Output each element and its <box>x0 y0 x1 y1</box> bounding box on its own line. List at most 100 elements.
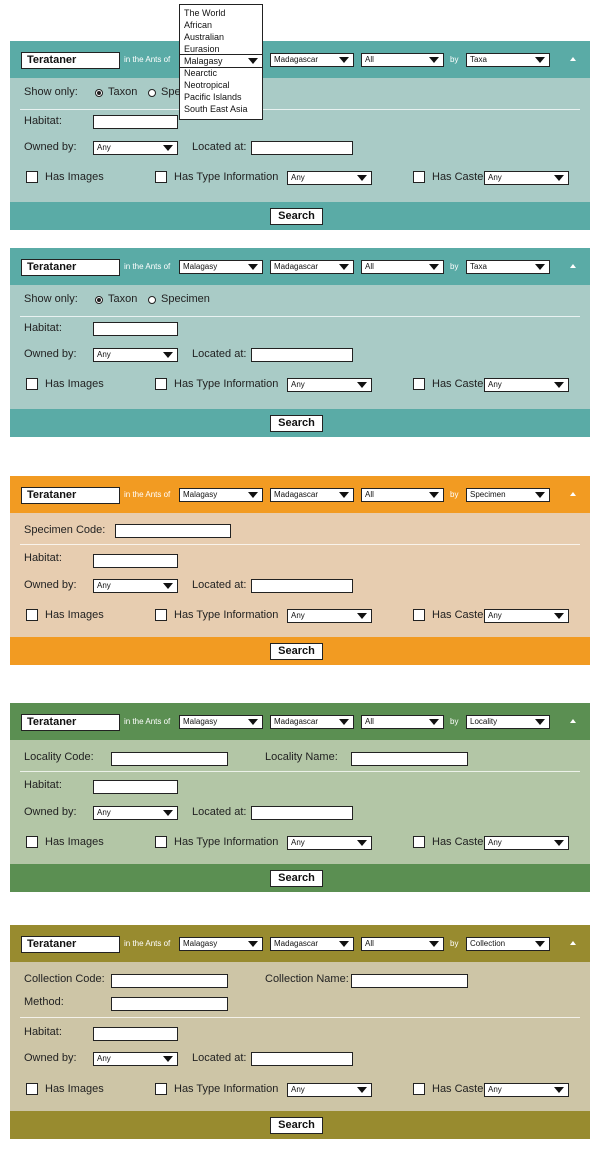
country-select[interactable]: Madagascar <box>270 260 354 274</box>
has-caste-checkbox[interactable] <box>413 378 425 390</box>
region-select[interactable]: Malagasy <box>179 260 263 274</box>
located-at-input[interactable] <box>251 579 353 593</box>
scope-select[interactable]: All <box>361 715 444 729</box>
has-images-checkbox[interactable] <box>26 609 38 621</box>
habitat-input[interactable] <box>93 554 178 568</box>
country-select[interactable]: Madagascar <box>270 53 354 67</box>
owned-by-select[interactable]: Any <box>93 1052 178 1066</box>
has-images-checkbox[interactable] <box>26 171 38 183</box>
habitat-input[interactable] <box>93 115 178 129</box>
region-selected-option[interactable]: Malagasy <box>180 54 262 68</box>
region-option[interactable]: Nearctic <box>184 68 218 78</box>
region-select[interactable]: Malagasy <box>179 488 263 502</box>
by-select[interactable]: Locality <box>466 715 550 729</box>
has-images-checkbox[interactable] <box>26 836 38 848</box>
region-option[interactable]: Pacific Islands <box>184 92 242 102</box>
country-select[interactable]: Madagascar <box>270 715 354 729</box>
search-button[interactable]: Search <box>270 415 323 432</box>
habitat-input[interactable] <box>93 322 178 336</box>
country-select[interactable]: Madagascar <box>270 488 354 502</box>
has-caste-checkbox[interactable] <box>413 171 425 183</box>
region-option[interactable]: Neotropical <box>184 80 230 90</box>
has-images-label: Has Images <box>45 171 104 183</box>
scope-select[interactable]: All <box>361 937 444 951</box>
caste-select[interactable]: Any <box>484 836 569 850</box>
located-at-input[interactable] <box>251 141 353 155</box>
has-type-info-checkbox[interactable] <box>155 378 167 390</box>
by-select[interactable]: Specimen <box>466 488 550 502</box>
taxon-radio[interactable] <box>95 296 103 304</box>
taxon-radio[interactable] <box>95 89 103 97</box>
has-images-checkbox[interactable] <box>26 1083 38 1095</box>
by-select[interactable]: Collection <box>466 937 550 951</box>
type-info-select[interactable]: Any <box>287 378 372 392</box>
region-option[interactable]: Eurasion <box>184 44 220 54</box>
specimen-radio[interactable] <box>148 296 156 304</box>
collection-name-input[interactable] <box>351 974 468 988</box>
has-caste-checkbox[interactable] <box>413 1083 425 1095</box>
search-button[interactable]: Search <box>270 643 323 660</box>
region-select[interactable]: Malagasy <box>179 937 263 951</box>
has-type-info-checkbox[interactable] <box>155 609 167 621</box>
region-option[interactable]: The World <box>184 8 226 18</box>
specimen-radio[interactable] <box>148 89 156 97</box>
scope-select[interactable]: All <box>361 488 444 502</box>
locality-name-input[interactable] <box>351 752 468 766</box>
taxon-name-input[interactable]: Terataner <box>21 936 120 953</box>
search-button[interactable]: Search <box>270 1117 323 1134</box>
by-label: by <box>450 717 459 726</box>
located-at-input[interactable] <box>251 1052 353 1066</box>
specimen-code-input[interactable] <box>115 524 231 538</box>
located-at-input[interactable] <box>251 806 353 820</box>
owned-by-select[interactable]: Any <box>93 579 178 593</box>
taxon-name-input[interactable]: Terataner <box>21 52 120 69</box>
region-select[interactable]: Malagasy <box>179 715 263 729</box>
taxon-name-input[interactable]: Terataner <box>21 259 120 276</box>
locality-code-input[interactable] <box>111 752 228 766</box>
type-info-select[interactable]: Any <box>287 836 372 850</box>
habitat-input[interactable] <box>93 1027 178 1041</box>
collapse-icon[interactable] <box>570 264 576 268</box>
collapse-icon[interactable] <box>570 941 576 945</box>
search-button[interactable]: Search <box>270 870 323 887</box>
has-type-info-checkbox[interactable] <box>155 171 167 183</box>
taxon-name-input[interactable]: Terataner <box>21 487 120 504</box>
caste-select[interactable]: Any <box>484 609 569 623</box>
by-select[interactable]: Taxa <box>466 53 550 67</box>
by-select[interactable]: Taxa <box>466 260 550 274</box>
has-type-info-checkbox[interactable] <box>155 1083 167 1095</box>
region-option[interactable]: South East Asia <box>184 104 248 114</box>
has-type-info-checkbox[interactable] <box>155 836 167 848</box>
taxon-name-input[interactable]: Terataner <box>21 714 120 731</box>
by-label: by <box>450 939 459 948</box>
collection-code-input[interactable] <box>111 974 228 988</box>
panel-footer: Search <box>10 1111 590 1139</box>
owned-by-select[interactable]: Any <box>93 348 178 362</box>
collapse-icon[interactable] <box>570 492 576 496</box>
located-at-input[interactable] <box>251 348 353 362</box>
region-option[interactable]: African <box>184 20 213 30</box>
collapse-icon[interactable] <box>570 57 576 61</box>
owned-by-select[interactable]: Any <box>93 806 178 820</box>
type-info-select[interactable]: Any <box>287 609 372 623</box>
region-dropdown-list[interactable]: The World African Australian Eurasion Ma… <box>179 4 263 120</box>
has-caste-checkbox[interactable] <box>413 609 425 621</box>
has-images-checkbox[interactable] <box>26 378 38 390</box>
method-input[interactable] <box>111 997 228 1011</box>
search-button[interactable]: Search <box>270 208 323 225</box>
owned-by-select[interactable]: Any <box>93 141 178 155</box>
country-select[interactable]: Madagascar <box>270 937 354 951</box>
has-caste-checkbox[interactable] <box>413 836 425 848</box>
habitat-input[interactable] <box>93 780 178 794</box>
scope-select[interactable]: All <box>361 53 444 67</box>
type-info-select[interactable]: Any <box>287 171 372 185</box>
caste-select[interactable]: Any <box>484 171 569 185</box>
caste-select[interactable]: Any <box>484 378 569 392</box>
collapse-icon[interactable] <box>570 719 576 723</box>
owned-by-label: Owned by: <box>24 806 77 818</box>
caste-select[interactable]: Any <box>484 1083 569 1097</box>
scope-select[interactable]: All <box>361 260 444 274</box>
has-caste-label: Has Caste <box>432 378 484 390</box>
region-option[interactable]: Australian <box>184 32 225 42</box>
type-info-select[interactable]: Any <box>287 1083 372 1097</box>
